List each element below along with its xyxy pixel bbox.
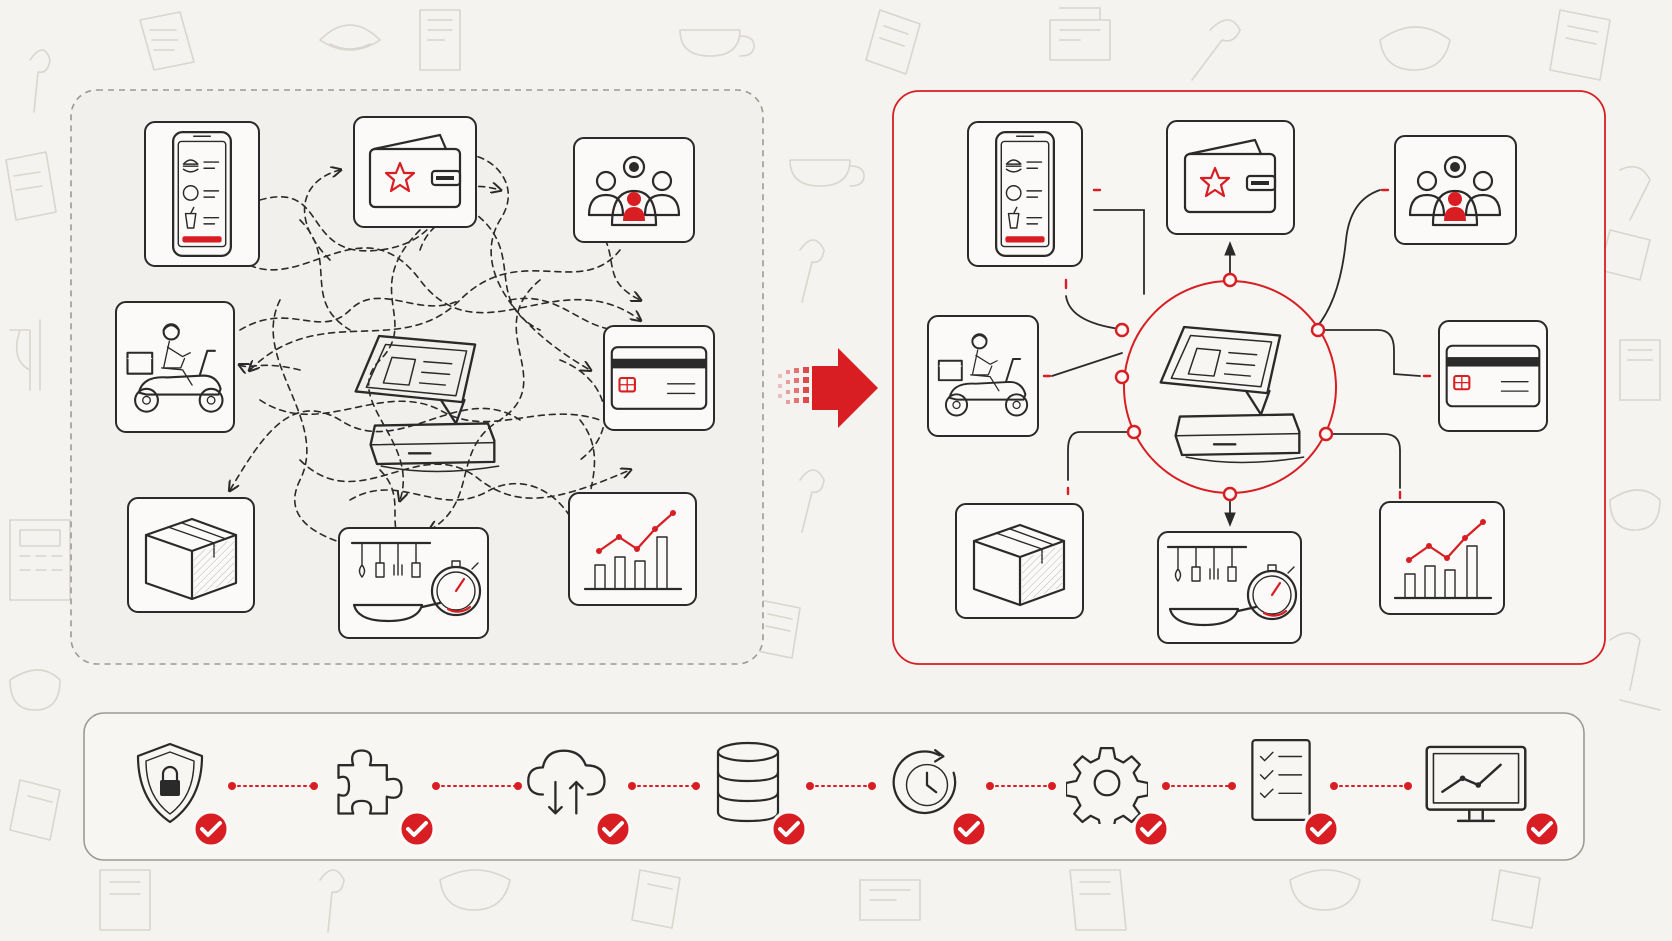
check-badge-icon [770, 810, 808, 848]
node-payment-card [1438, 320, 1548, 432]
node-customer-group [573, 137, 695, 243]
benefits-bar [83, 712, 1585, 861]
node-inventory-box [955, 503, 1084, 619]
check-badge-icon [398, 810, 436, 848]
node-loyalty-wallet [353, 116, 477, 228]
left-panel [70, 89, 764, 665]
node-loyalty-wallet [1166, 120, 1295, 235]
check-badge-icon [594, 810, 632, 848]
node-mobile-ordering [144, 121, 260, 267]
node-customer-group [1394, 135, 1517, 245]
check-badge-icon [1523, 810, 1561, 848]
right-panel [892, 90, 1606, 665]
node-kitchen-timer [1157, 531, 1302, 644]
hub-connections [1051, 189, 1421, 527]
check-badge-icon [192, 810, 230, 848]
check-badge-icon [1302, 810, 1340, 848]
node-sales-analytics [1379, 501, 1505, 615]
node-inventory-box [127, 497, 255, 613]
red-lead-markers [1042, 188, 1432, 500]
node-delivery-scooter [927, 315, 1039, 437]
node-payment-card [603, 325, 715, 431]
check-badge-icon [950, 810, 988, 848]
check-badge-icon [1132, 810, 1170, 848]
node-sales-analytics [568, 492, 697, 606]
node-delivery-scooter [115, 301, 235, 433]
red-arrow-icon [778, 348, 878, 428]
background-doodles [5, 7, 1661, 933]
node-mobile-ordering [967, 121, 1083, 267]
hub-ports [1114, 272, 1334, 502]
node-kitchen-timer [338, 527, 489, 639]
